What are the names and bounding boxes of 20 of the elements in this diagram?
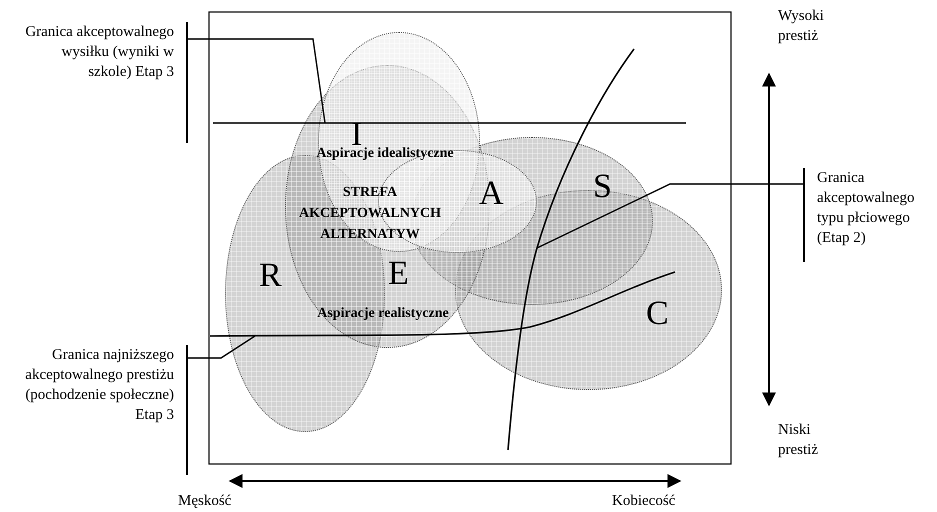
axis-label: Kobiecość [612, 492, 676, 511]
axis-label: Niski prestiż [778, 421, 819, 460]
boundary-line [213, 122, 686, 124]
region-label: Aspiracje realistyczne [316, 305, 450, 323]
axis-label: Wysoki prestiż [778, 7, 825, 46]
region-letter: E [388, 256, 409, 292]
callout-text: Granica akceptowalnego typu płciowego (Etap 2) [803, 168, 937, 262]
leader-line [187, 335, 256, 359]
callout-text: Granica akceptowalnego wysiłku (wyniki w szkole) Etap 3 [20, 22, 188, 143]
leader-line [536, 183, 803, 249]
leader-line [188, 38, 326, 124]
region-letter: C [646, 296, 669, 332]
region-letter: A [479, 176, 504, 212]
callout-text: Granica najniższego akceptowalnego prestiżu (pochodzenie społeczne) Etap 3 [2, 345, 188, 475]
boundary-line [507, 48, 635, 450]
region-label: STREFA AKCEPTOWALNYCH ALTERNATYW [298, 184, 442, 244]
axis-label: Męskość [178, 492, 232, 511]
region-letter: S [593, 169, 612, 205]
region-letter: R [259, 258, 282, 294]
boundary-line [210, 333, 450, 337]
